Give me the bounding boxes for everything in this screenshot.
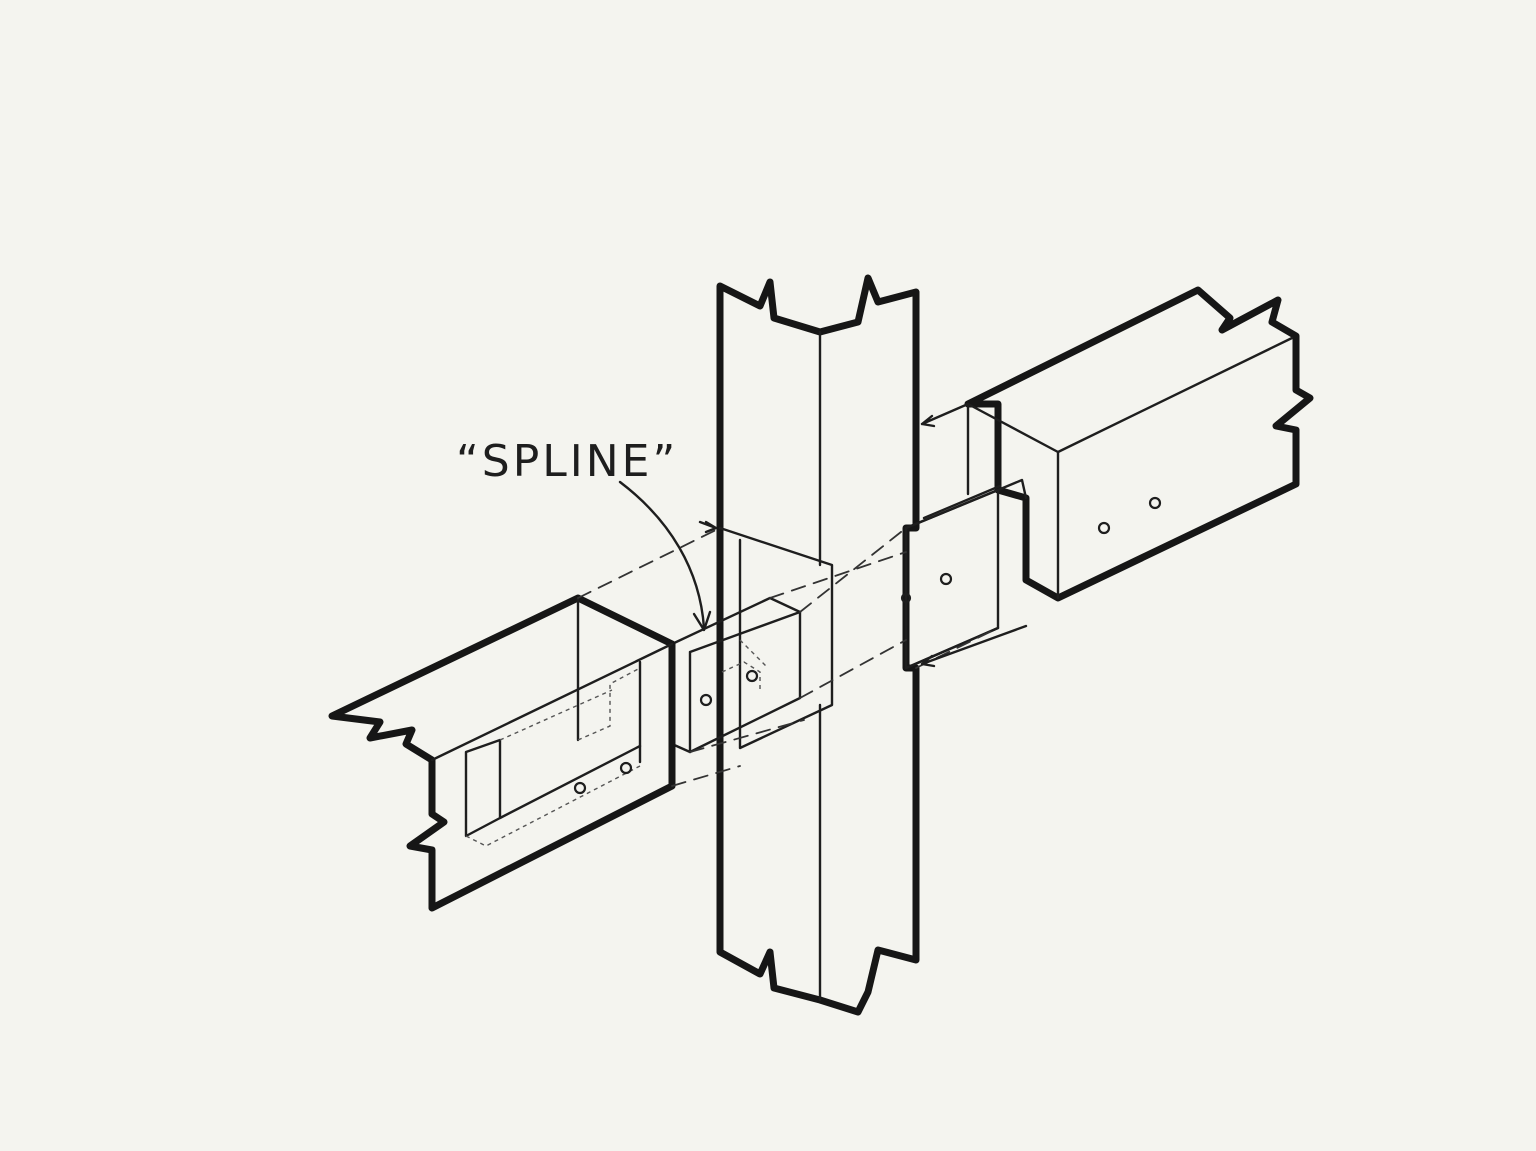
right-beam <box>964 286 1314 602</box>
spline-leader-line <box>618 480 706 630</box>
assembly-line-lower <box>799 639 907 699</box>
arrow-right-beam-lower <box>920 624 1028 668</box>
right-beam-hole-1 <box>1097 521 1111 535</box>
spline-left-notch <box>721 639 769 690</box>
arrow-post-left <box>698 520 718 534</box>
assembly-arrows <box>698 402 1028 668</box>
assembly-line-bottom <box>671 719 805 787</box>
assembly-line-top-left <box>577 527 721 599</box>
left-beam-hole-2 <box>619 761 633 775</box>
spline-right-hole-1 <box>939 572 953 586</box>
right-beam-outline <box>964 286 1314 602</box>
spline-label: “SPLINE” <box>456 436 678 487</box>
assembly-line-mid <box>769 551 907 599</box>
spline-right-hole-2 <box>900 592 912 604</box>
arrow-right-beam-upper <box>920 402 970 428</box>
spline-right-segment <box>904 488 1000 670</box>
left-beam-hidden-slot <box>465 667 641 847</box>
left-beam <box>328 594 676 912</box>
spline-left-hole-1 <box>699 693 713 707</box>
spline-left-inner <box>688 610 802 754</box>
left-beam-mortise <box>464 738 642 838</box>
spline-leader-arrowhead <box>692 610 712 632</box>
center-post-outline <box>716 274 920 1016</box>
center-post-mortise-left <box>718 526 834 750</box>
right-beam-slot <box>966 402 1028 500</box>
spline-annotation: “SPLINE” <box>456 436 712 632</box>
left-beam-hole-1 <box>573 781 587 795</box>
left-beam-outline <box>328 594 676 912</box>
assembly-lines <box>577 527 999 787</box>
right-beam-hole-2 <box>1148 496 1162 510</box>
left-beam-top-front-edge <box>430 642 674 762</box>
assembly-line-right-low <box>915 627 999 669</box>
spline-left-hole-2 <box>745 669 759 683</box>
assembly-line-mid-upper <box>799 527 907 613</box>
right-beam-top-front-edge <box>966 336 1294 454</box>
spline-right-top <box>922 484 1002 520</box>
